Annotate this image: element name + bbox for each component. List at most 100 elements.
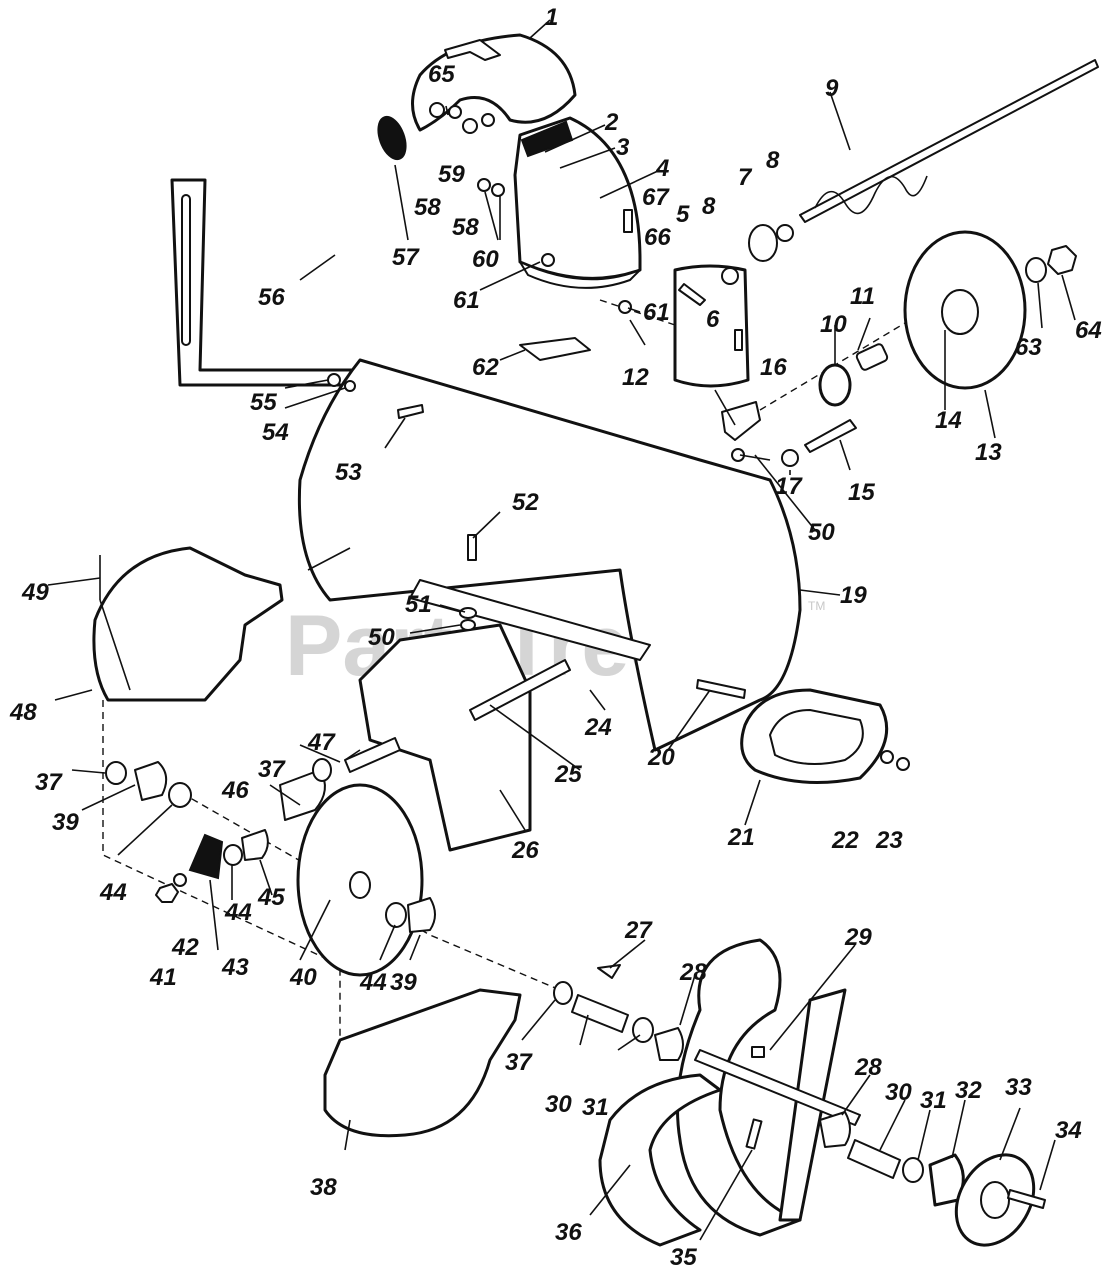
nut-41 <box>155 883 179 903</box>
callout-23: 23 <box>875 827 903 854</box>
nut-23 <box>896 757 910 771</box>
gear-cover-48 <box>92 546 284 702</box>
bolt-20 <box>696 679 746 699</box>
worm-gear <box>296 783 436 977</box>
ring-37a <box>105 761 127 785</box>
bolt-67 <box>623 209 633 233</box>
callout-44b: 44 <box>224 899 252 926</box>
nut-29 <box>751 1046 765 1058</box>
gear-housing-cover <box>92 546 284 702</box>
callout-12: 12 <box>622 364 649 391</box>
bolt-35 <box>745 1118 763 1150</box>
callout-21: 21 <box>727 824 755 851</box>
nut-50 <box>460 619 476 631</box>
callout-63: 63 <box>1015 334 1042 361</box>
auger-housing <box>297 264 802 752</box>
bolt-34 <box>1007 1189 1046 1209</box>
bearing-28a <box>654 1027 684 1061</box>
callout-8b: 8 <box>702 193 716 220</box>
chute-base-flange <box>519 261 641 289</box>
callout-40: 40 <box>289 964 317 991</box>
washer-8b <box>721 267 739 285</box>
callout-48: 48 <box>9 699 37 726</box>
callout-28a: 28 <box>679 959 707 986</box>
callout-35: 35 <box>670 1244 697 1271</box>
callout-9: 9 <box>825 75 839 102</box>
chute-crank-bracket <box>170 178 377 387</box>
bolt-52 <box>467 534 477 561</box>
callout-32: 32 <box>955 1077 982 1104</box>
washer-44c <box>385 902 407 928</box>
callout-2: 2 <box>604 109 619 136</box>
auger-shaft <box>799 59 1099 223</box>
callout-37c: 37 <box>505 1049 533 1076</box>
callout-51: 51 <box>405 591 432 618</box>
callout-8a: 8 <box>766 147 780 174</box>
callout-30a: 30 <box>545 1091 572 1118</box>
callout-38: 38 <box>310 1174 337 1201</box>
auger-flight-left <box>598 1073 722 1247</box>
callout-36: 36 <box>555 1219 582 1246</box>
washer-8 <box>776 224 794 242</box>
bolt-53 <box>397 404 424 419</box>
callout-30b: 30 <box>885 1079 912 1106</box>
nut-61 <box>541 253 555 267</box>
callout-7: 7 <box>738 164 753 191</box>
gear-case-38 <box>323 988 522 1138</box>
callout-41: 41 <box>149 964 177 991</box>
nut-61b <box>618 300 632 314</box>
bushing-45 <box>241 829 269 861</box>
chute-guide-bracket <box>519 337 591 361</box>
callout-4: 4 <box>655 155 669 182</box>
callout-5: 5 <box>676 201 690 228</box>
callout-46: 46 <box>221 777 249 804</box>
auger-shaft-spiral <box>814 175 928 215</box>
discharge-chute <box>513 116 642 289</box>
callout-26: 26 <box>511 837 539 864</box>
callout-66: 66 <box>644 224 671 251</box>
washer-44a <box>168 782 192 808</box>
callout-25: 25 <box>554 761 582 788</box>
bearing-7 <box>748 224 778 262</box>
auger-end-hardware <box>553 964 1046 1247</box>
washer-58 <box>481 113 495 127</box>
washer-59 <box>462 118 478 134</box>
callout-50b: 50 <box>808 519 835 546</box>
callout-43: 43 <box>221 954 249 981</box>
washer-63 <box>1025 257 1047 283</box>
callout-58a: 58 <box>414 194 441 221</box>
callout-16: 16 <box>760 354 787 381</box>
callout-27: 27 <box>624 917 653 944</box>
shaft-30b <box>847 1139 901 1179</box>
callout-56: 56 <box>258 284 285 311</box>
callout-39b: 39 <box>390 969 417 996</box>
callout-44c: 44 <box>359 969 387 996</box>
auger-shaft-tube <box>694 1049 861 1126</box>
callout-49: 49 <box>21 579 49 606</box>
callout-39a: 39 <box>52 809 79 836</box>
nut-55 <box>327 373 341 387</box>
callout-57: 57 <box>392 244 420 271</box>
callout-1: 1 <box>545 4 558 31</box>
chute-hardware <box>429 102 632 314</box>
callout-45: 45 <box>257 884 285 911</box>
deflector-handle-tab <box>444 39 501 61</box>
auger-flight-right <box>676 938 802 1237</box>
belt-21-inner <box>769 709 864 765</box>
callout-17: 17 <box>775 473 803 500</box>
bracket-slot <box>181 194 191 346</box>
bushing-39a <box>134 761 168 801</box>
callout-67: 67 <box>642 184 670 211</box>
callout-31b: 31 <box>920 1087 947 1114</box>
impeller-shaft <box>469 659 571 721</box>
washer-51 <box>459 607 477 619</box>
washer-42 <box>173 873 187 887</box>
callout-58b: 58 <box>452 214 479 241</box>
callout-61a: 61 <box>453 287 480 314</box>
callout-29: 29 <box>844 924 872 951</box>
callout-10: 10 <box>820 311 847 338</box>
callout-19: 19 <box>840 582 867 609</box>
ring-37b <box>312 758 332 782</box>
callout-37a: 37 <box>35 769 63 796</box>
